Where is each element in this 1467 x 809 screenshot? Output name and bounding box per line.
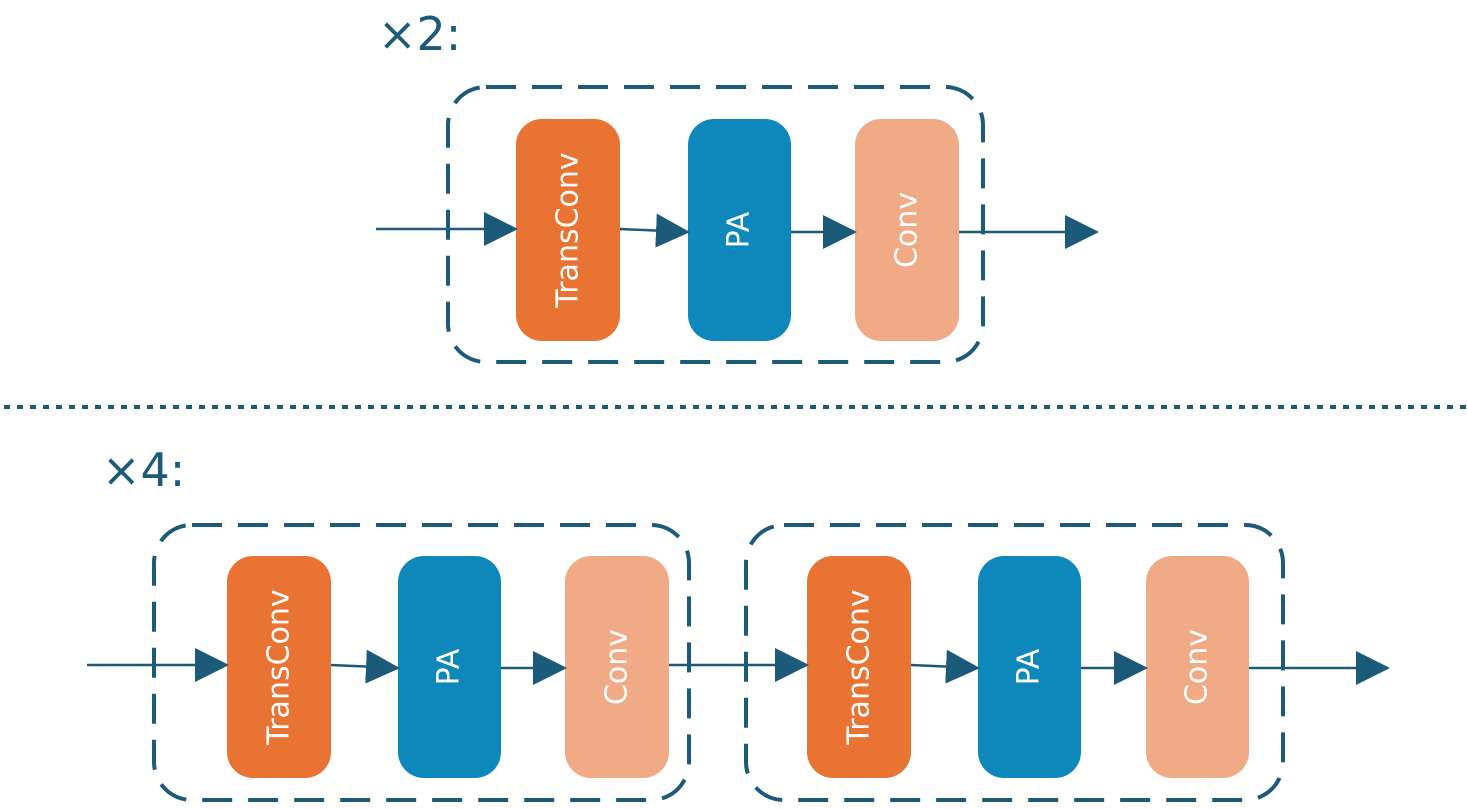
x4-g2-arrow-transconv-to-pa [910, 649, 980, 684]
x2-transconv-label: TransConv [551, 152, 586, 308]
x4-g2-conv-label: Conv [1180, 629, 1215, 705]
x2-conv-block [855, 119, 959, 341]
x4-g1-transconv-block [227, 556, 331, 778]
x4-g2-transconv-block [807, 556, 911, 778]
x4-g1-pa-label: PA [432, 648, 467, 685]
x2-arrow-transconv-to-pa [619, 213, 690, 248]
x2-pa-label: PA [722, 211, 757, 248]
x4-g1-arrow-transconv-to-pa [330, 649, 400, 684]
x4-label: ×4: [102, 443, 185, 497]
x4-group-2-box [744, 523, 1285, 802]
x4-g1-transconv-label: TransConv [262, 589, 297, 745]
x4-g2-transconv-label: TransConv [842, 589, 877, 745]
x2-conv-label: Conv [890, 192, 925, 268]
x4-g1-conv-label: Conv [600, 629, 635, 705]
x4-g2-pa-label: PA [1012, 648, 1047, 685]
x4-g1-pa-block [398, 556, 501, 778]
x4-g2-pa-block [978, 556, 1081, 778]
x2-transconv-block [516, 119, 620, 341]
x4-g1-conv-block [565, 556, 669, 778]
x4-group-1-box [152, 523, 691, 802]
x2-pa-block [688, 119, 791, 341]
x4-g2-conv-block [1146, 556, 1249, 778]
x2-label: ×2: [378, 7, 461, 61]
x2-group-box [446, 85, 985, 364]
